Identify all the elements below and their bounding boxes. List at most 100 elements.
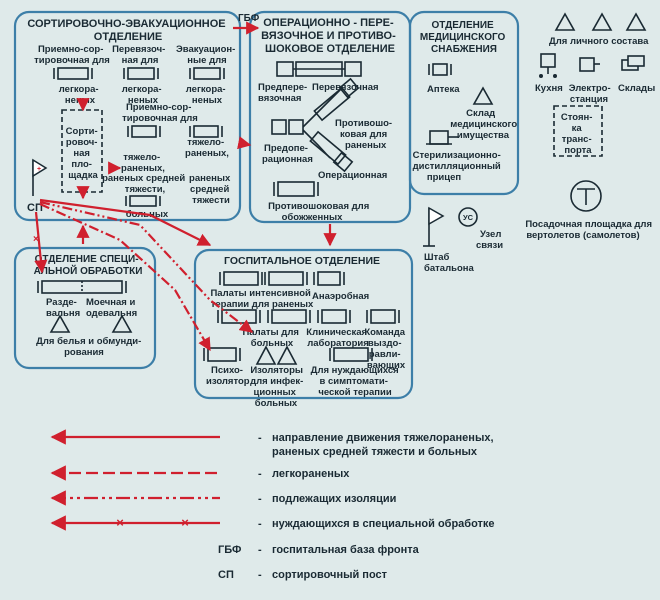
staff-tents-label: Для личного состава — [549, 36, 649, 47]
receiving-light-label: Приемно-сор- тировочная для — [34, 44, 110, 66]
staff-tent-icon — [554, 12, 576, 31]
pharmacy-label: Аптека — [427, 84, 460, 95]
medium-wounded-label-right: раненых средней тяжести — [189, 173, 233, 206]
legend-dash: - — [258, 468, 262, 480]
tent-icon — [189, 125, 223, 138]
linen-label: Для белья и обмунди- рования — [36, 336, 144, 358]
tent-icon — [53, 67, 93, 80]
undressing-label: Разде- вальня — [46, 297, 80, 319]
comms-node-icon: УС — [458, 207, 478, 227]
legend-text-sp: сортировочный пост — [272, 569, 388, 581]
legend-dash: - — [258, 569, 262, 581]
linen-tent-icon — [49, 314, 71, 333]
staff-tents-icons — [554, 12, 647, 31]
route-special-processing — [34, 211, 48, 274]
sorting-post-flag-icon: + — [32, 158, 48, 196]
operating-tent-icons — [271, 61, 362, 197]
legend-key-sp: СП — [218, 569, 234, 581]
sorting-post-label: СП — [27, 202, 43, 214]
operating-title: ОПЕРАЦИОННО - ПЕРЕ- ВЯЗОЧНОЕ И ПРОТИВО- … — [261, 17, 399, 55]
comms-symbol: УС — [463, 213, 474, 222]
pre-operating-label: Предопе- рационная — [262, 143, 313, 165]
tent-icon — [189, 67, 225, 80]
receiving-heavy-label: Приемно-сор- тировочная для — [122, 102, 198, 124]
route-isolation-psycho — [39, 202, 211, 352]
washing-label: Моечная и одевальня — [86, 297, 138, 319]
staff-tent-icon — [591, 12, 613, 31]
warehouse-label: Склад медицинского имущества — [450, 108, 520, 141]
comms-node-label: Узел связи — [476, 229, 504, 251]
legend-text-light: легкораненых — [272, 468, 350, 480]
legend-cross-mark: × — [116, 515, 124, 530]
trailer-label: Стерилизационно- дистилляционный прицеп — [413, 150, 504, 183]
sorting-title: СОРТИРОВОЧНО-ЭВАКУАЦИОННОЕ ОТДЕЛЕНИЕ — [27, 18, 228, 43]
sorting-tent-icons — [53, 67, 225, 207]
medium-wounded-label-left: раненых средней тяжести, — [102, 173, 188, 195]
legend-text-heavy: направление движения тяжелораненых, ране… — [272, 432, 497, 458]
legend-dash: - — [258, 544, 262, 556]
legend-dash: - — [258, 493, 262, 505]
route-sorting-to-operating — [237, 136, 252, 150]
legend-text-gbf: госпитальная база фронта — [272, 544, 420, 556]
supply-department-box — [408, 10, 520, 196]
staff-tent-icon — [625, 12, 647, 31]
route-cross-mark: × — [33, 234, 39, 245]
kitchen-icon — [539, 53, 557, 78]
dressing-sorting-label: Перевязоч- ная для — [112, 44, 168, 66]
tent-icon — [127, 125, 161, 138]
trailer-icon — [426, 130, 458, 145]
hospital-tent-icons — [203, 271, 400, 365]
antishock-wounded-label: Противошо- ковая для раненых — [335, 118, 395, 151]
warehouse-tent-icon — [472, 86, 494, 105]
psycho-isolator-label: Психо- изолятор — [206, 365, 250, 387]
power-station-label: Электро- станция — [569, 83, 614, 105]
legend-dash: - — [258, 432, 262, 444]
headquarters-flag-icon — [423, 206, 445, 247]
helipad-label: Посадочная площадка для вертолетов (само… — [525, 219, 654, 241]
hospital-title: ГОСПИТАЛЬНОЕ ОТДЕЛЕНИЕ — [224, 255, 380, 267]
route-arrows: ГБФ × — [33, 13, 337, 352]
special-tent-icons — [37, 280, 127, 294]
legend: × × ГБФ СП - - - - - - направление движе… — [50, 429, 497, 581]
stores-icon — [621, 55, 645, 71]
heavy-wounded-label-left: тяжело- раненых, — [121, 152, 165, 174]
pharmacy-tent-icon — [428, 63, 452, 76]
power-station-icon — [579, 57, 600, 72]
legend-text-special: нуждающихся в специальной обработке — [272, 518, 495, 530]
legend-cross-mark: × — [181, 515, 189, 530]
lightly-wounded-label-2: легкора- неных — [122, 84, 164, 106]
linen-tent-icon — [111, 314, 133, 333]
helipad-icon — [570, 180, 602, 212]
kitchen-label: Кухня — [535, 83, 563, 94]
gbf-label: ГБФ — [238, 13, 260, 24]
sorting-department-box — [13, 10, 242, 222]
legend-text-isolation: подлежащих изоляции — [272, 493, 396, 505]
route-sp-to-hospital — [39, 198, 212, 246]
legend-dash: - — [258, 518, 262, 530]
evacuation-label: Эвакуацион- ные для — [176, 44, 238, 66]
infectious-isolator-label: Изоляторы для инфек- ционных больных — [250, 365, 306, 409]
tent-icon — [125, 195, 161, 207]
dressing-room-label: Перевязочная — [312, 82, 379, 93]
lightly-wounded-label-1: легкора- неных — [59, 84, 101, 106]
route-isolation — [39, 200, 254, 333]
legend-key-gbf: ГБФ — [218, 544, 241, 556]
headquarters-label: Штаб батальона — [424, 252, 475, 274]
svg-text:+: + — [37, 166, 41, 173]
intensive-care-label: Палаты интенсивной терапии для раненых — [210, 288, 314, 310]
operating-room-label: Операционная — [318, 170, 387, 181]
lightly-wounded-label-3: легкора- неных — [186, 84, 228, 106]
antishock-burned-label: Противошоковая для обожженных — [268, 201, 372, 223]
special-department-box — [13, 246, 157, 370]
pre-dressing-label: Предпере- вязочная — [258, 82, 310, 104]
lab-label: Клиническая лаборатория — [306, 327, 369, 349]
anaerobic-label: Анаэробная — [312, 291, 369, 302]
special-title: ОТДЕЛЕНИЕ СПЕЦИ- АЛЬНОЙ ОБРАБОТКИ — [34, 254, 143, 277]
heavy-wounded-label-right: тяжело- раненых, — [185, 137, 229, 159]
sorting-platform-label: Сорти- ровоч- ная пло- щадка — [66, 126, 101, 181]
transport-parking-label: Стоян- ка транс- порта — [561, 112, 595, 156]
sick-wards-label: Палаты для больных — [242, 327, 301, 349]
transport-parking-area — [553, 105, 603, 157]
stores-label: Склады — [618, 83, 655, 94]
